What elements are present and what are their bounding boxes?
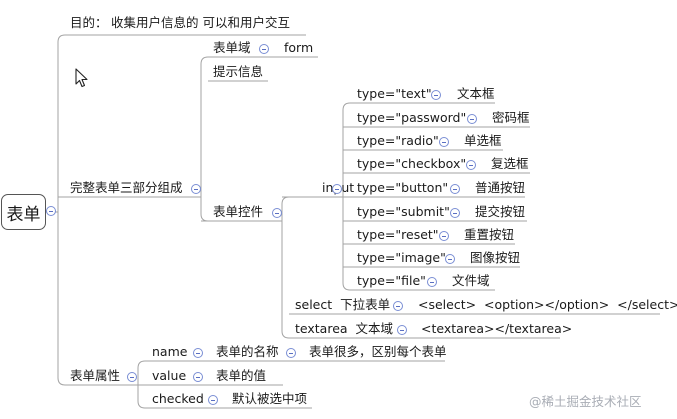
attr-desc: 默认被选中项 xyxy=(232,391,308,406)
collapse-toggle-icon[interactable] xyxy=(393,301,403,311)
attr-checked-node[interactable]: checked xyxy=(152,391,204,406)
parts-node[interactable]: 完整表单三部分组成 xyxy=(70,180,183,195)
collapse-toggle-icon[interactable] xyxy=(427,277,437,287)
input-type-desc: 单选框 xyxy=(464,133,502,148)
collapse-toggle-icon[interactable] xyxy=(466,160,476,170)
input-type-checkbox[interactable]: type="checkbox" xyxy=(357,156,467,171)
connector-line xyxy=(200,56,209,222)
input-type-button[interactable]: type="button" xyxy=(357,180,449,195)
watermark: @稀土掘金技术社区 xyxy=(529,394,642,409)
collapse-toggle-icon[interactable] xyxy=(193,348,203,358)
hint-node[interactable]: 提示信息 xyxy=(213,64,264,79)
collapse-toggle-icon[interactable] xyxy=(445,254,455,264)
input-type-desc: 文件域 xyxy=(452,273,490,288)
connector-line xyxy=(57,34,66,386)
domain-tag: form xyxy=(284,40,314,55)
select-code: <select> <option></option> </select> xyxy=(418,297,677,312)
input-type-desc: 图像按钮 xyxy=(470,250,521,265)
collapse-toggle-icon[interactable] xyxy=(439,137,449,147)
input-type-desc: 文本框 xyxy=(457,86,495,101)
input-type-submit[interactable]: type="submit" xyxy=(357,204,450,219)
collapse-toggle-icon[interactable] xyxy=(46,206,56,216)
input-type-radio[interactable]: type="radio" xyxy=(357,133,439,148)
input-type-desc: 普通按钮 xyxy=(475,180,526,195)
root-node[interactable]: 表单 xyxy=(1,194,46,230)
input-type-reset[interactable]: type="reset" xyxy=(357,227,439,242)
input-type-desc: 提交按钮 xyxy=(475,204,526,219)
collapse-toggle-icon[interactable] xyxy=(431,90,441,100)
attr-extra: 表单很多，区别每个表单 xyxy=(309,344,447,359)
collapse-toggle-icon[interactable] xyxy=(439,231,449,241)
collapse-toggle-icon[interactable] xyxy=(191,184,201,194)
collapse-toggle-icon[interactable] xyxy=(397,325,407,335)
collapse-toggle-icon[interactable] xyxy=(127,372,137,382)
connector-line xyxy=(281,196,290,339)
input-type-desc: 重置按钮 xyxy=(464,227,515,242)
input-type-password[interactable]: type="password" xyxy=(357,110,467,125)
collapse-toggle-icon[interactable] xyxy=(332,184,342,194)
input-type-text[interactable]: type="text" xyxy=(357,86,432,101)
collapse-toggle-icon[interactable] xyxy=(272,208,282,218)
collapse-toggle-icon[interactable] xyxy=(259,44,269,54)
input-type-image[interactable]: type="image" xyxy=(357,250,446,265)
collapse-toggle-icon[interactable] xyxy=(193,372,203,382)
collapse-toggle-icon[interactable] xyxy=(208,395,218,405)
input-type-desc: 复选框 xyxy=(491,156,529,171)
attr-name-node[interactable]: name xyxy=(152,344,188,359)
mouse-cursor-icon xyxy=(75,68,88,88)
textarea-code: <textarea></textarea> xyxy=(421,321,573,336)
collapse-toggle-icon[interactable] xyxy=(467,114,477,124)
attr-desc: 表单的值 xyxy=(216,368,267,383)
collapse-toggle-icon[interactable] xyxy=(286,348,296,358)
attrs-node[interactable]: 表单属性 xyxy=(70,368,121,383)
select-node[interactable]: select 下拉表单 xyxy=(295,297,391,312)
input-type-file[interactable]: type="file" xyxy=(357,273,426,288)
goal-text: 收集用户信息的 可以和用户交互 xyxy=(111,15,290,30)
collapse-toggle-icon[interactable] xyxy=(450,208,460,218)
attr-desc: 表单的名称 xyxy=(216,344,279,359)
textarea-node[interactable]: textarea 文本域 xyxy=(295,321,393,336)
domain-node[interactable]: 表单域 xyxy=(213,40,251,55)
goal-label: 目的： xyxy=(70,15,108,30)
controls-node[interactable]: 表单控件 xyxy=(213,204,264,219)
attr-value-node[interactable]: value xyxy=(152,368,187,383)
input-type-desc: 密码框 xyxy=(492,110,530,125)
collapse-toggle-icon[interactable] xyxy=(450,184,460,194)
